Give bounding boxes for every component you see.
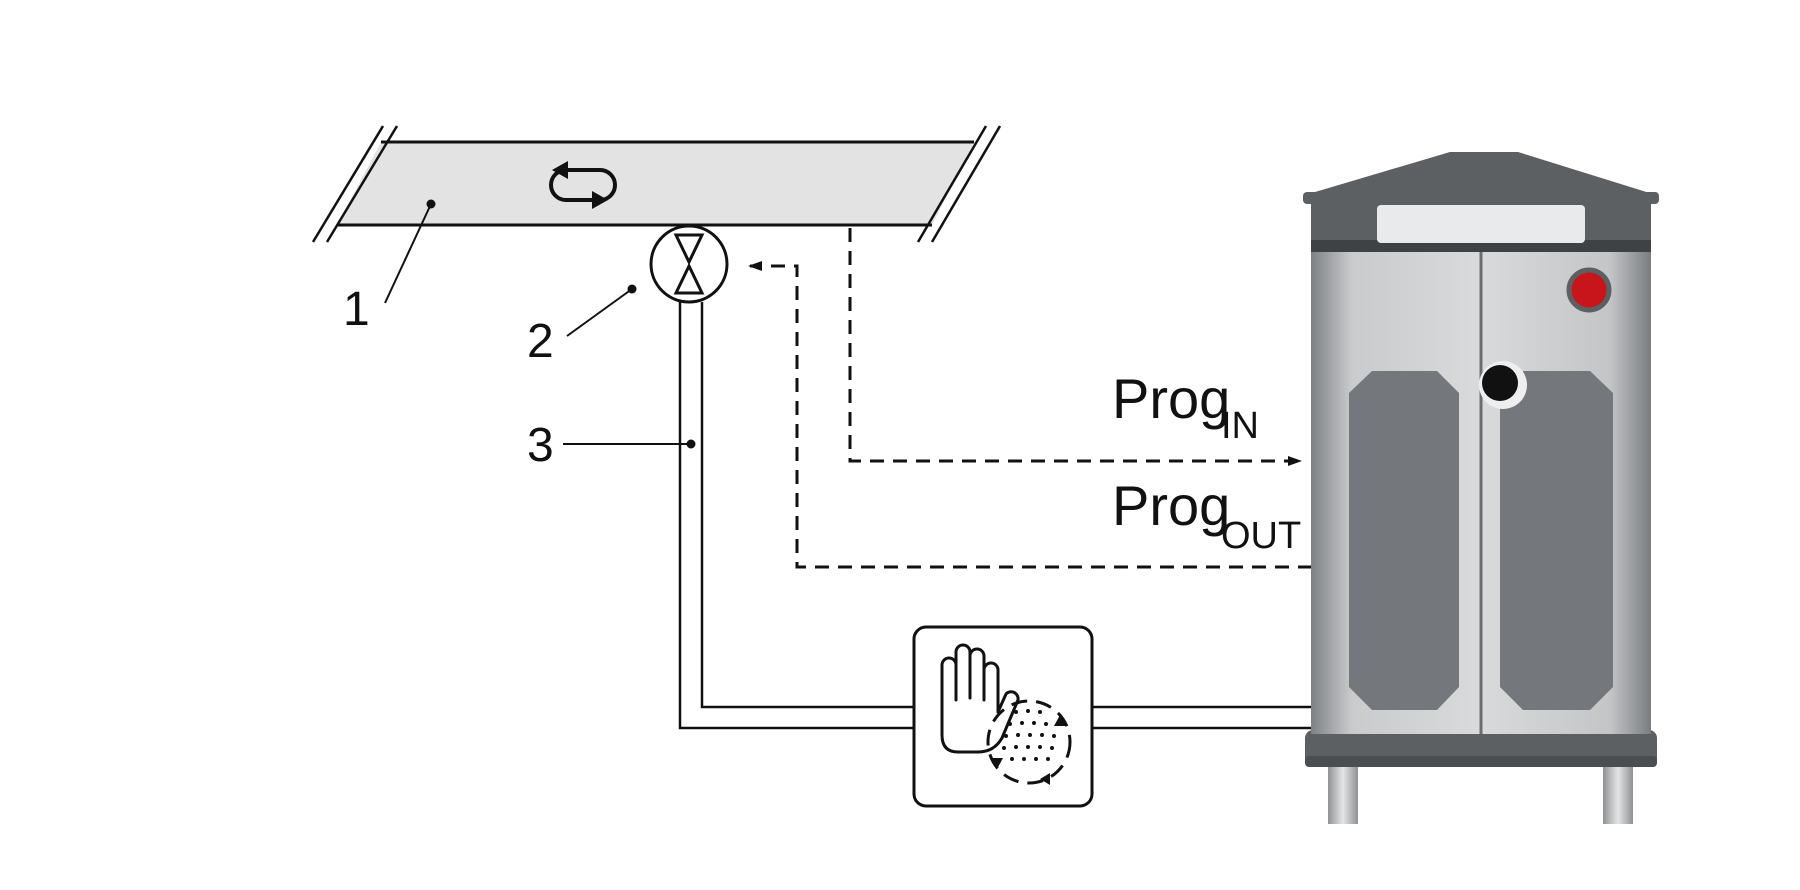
hand-stop-icon: [940, 643, 1020, 754]
callout-1: 1: [343, 199, 436, 336]
callout-2: 2: [527, 284, 637, 368]
circulation-arrows-icon: [549, 161, 617, 209]
svg-text:Prog: Prog: [1112, 367, 1230, 430]
prog-in-line: [848, 228, 1302, 466]
prog-in-main: Prog: [1112, 367, 1230, 430]
cleaning-cabinet: [1303, 152, 1659, 824]
prog-in-label: Prog IN: [1112, 367, 1259, 447]
door-handle: [1482, 365, 1518, 401]
prog-out-label: Prog OUT: [1112, 474, 1301, 557]
prog-out-sub: OUT: [1221, 515, 1301, 557]
prog-in-sub: IN: [1221, 405, 1259, 447]
control-box: [912, 625, 1094, 808]
svg-text:Prog: Prog: [1112, 474, 1230, 537]
spray-cleaning-icon: [986, 699, 1072, 785]
prog-out-line: [748, 261, 1312, 569]
status-lamp-icon: [1566, 267, 1612, 313]
callout-1-label: 1: [343, 283, 370, 336]
callout-2-label: 2: [527, 315, 554, 368]
signal-lines: [748, 228, 1312, 569]
butterfly-valve-icon: [649, 224, 729, 304]
air-duct: [311, 125, 1002, 243]
callout-3: 3: [527, 419, 696, 472]
prog-out-main: Prog: [1112, 474, 1230, 537]
callout-3-label: 3: [527, 419, 554, 472]
